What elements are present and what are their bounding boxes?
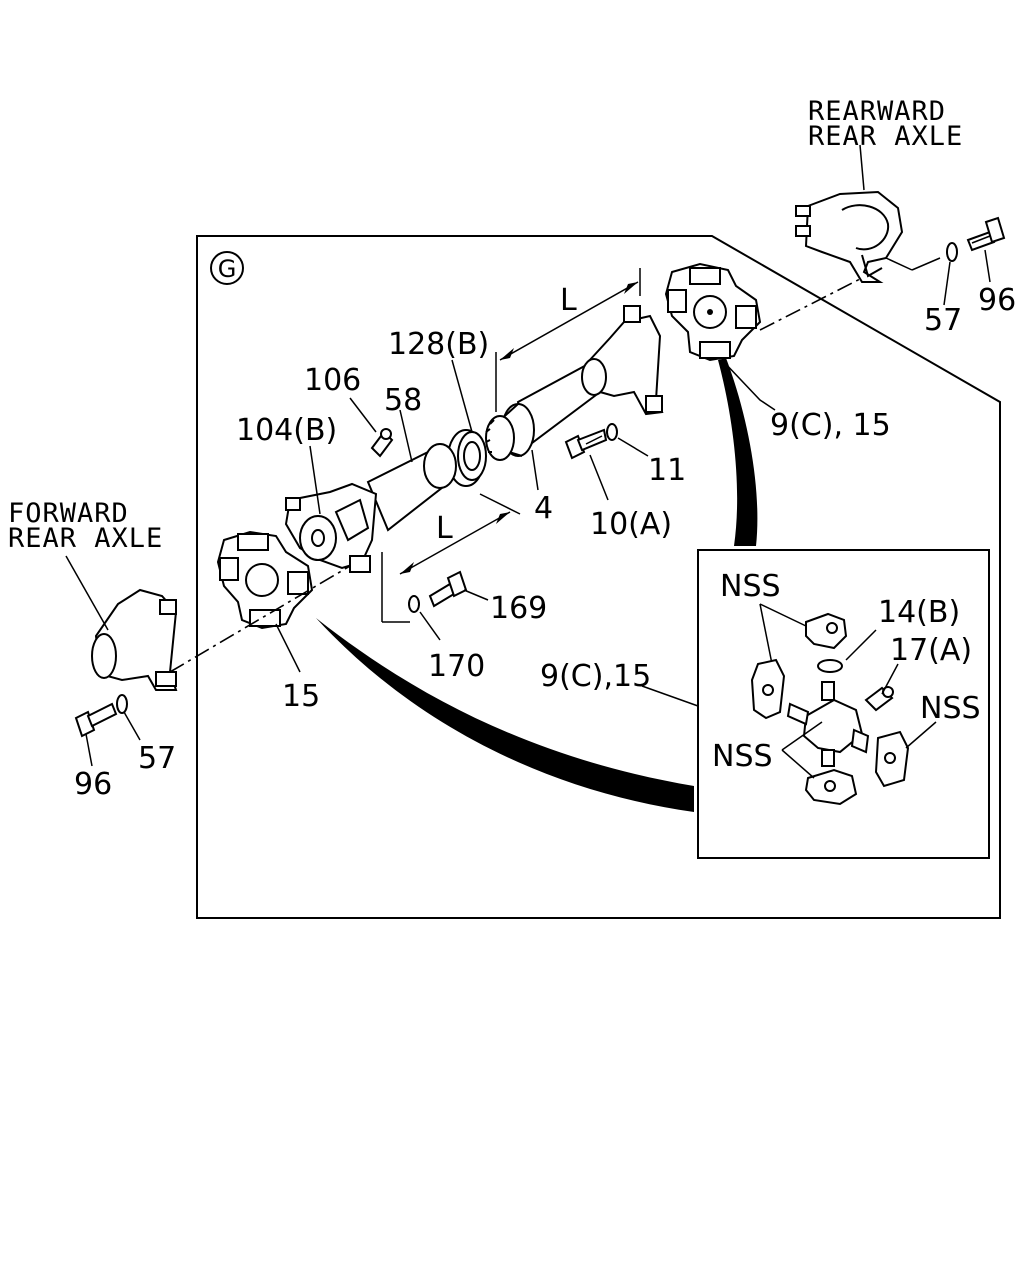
detail-arrow-right <box>718 358 758 546</box>
section-mark: G <box>210 251 244 285</box>
dimension-l-top <box>495 268 641 412</box>
forward-label-line2: REAR AXLE <box>8 523 163 554</box>
right-universal-joint <box>664 262 762 362</box>
inset-bearing-cap-top <box>805 612 848 650</box>
callout-15: 15 <box>282 679 320 714</box>
detail-inset-frame <box>697 549 990 859</box>
center-line-rear <box>759 277 863 331</box>
inset-bearing-cap-left <box>750 658 786 720</box>
rearward-axle-flange <box>795 190 904 283</box>
inset-nss-top: NSS <box>720 569 781 604</box>
bolt-96-left <box>74 702 118 738</box>
rearward-leader <box>859 144 865 191</box>
bolt-169 <box>428 570 468 608</box>
callout-57-right: 57 <box>924 303 962 338</box>
washer-170 <box>408 595 420 613</box>
inset-washer-14b <box>817 659 843 673</box>
inset-bearing-cap-right <box>874 730 910 788</box>
callout-170: 170 <box>428 649 485 684</box>
callout-10a: 10(A) <box>590 507 672 542</box>
section-g-frame <box>196 235 1001 919</box>
inset-bearing-cap-bottom <box>804 768 858 806</box>
center-line-front <box>169 565 351 673</box>
detail-arrow-left <box>316 618 694 812</box>
forward-leader <box>65 555 109 631</box>
callout-96-left: 96 <box>74 767 112 802</box>
inset-nss-bottom: NSS <box>712 739 773 774</box>
grease-fitting-106 <box>370 428 394 458</box>
callout-169: 169 <box>490 591 547 626</box>
inset-grease-fitting-17a <box>864 686 894 712</box>
callout-17a: 17(A) <box>890 633 972 668</box>
washer-57-left <box>116 694 128 714</box>
callout-4: 4 <box>534 491 553 526</box>
drive-shaft-tube <box>366 443 457 532</box>
washer-11 <box>606 423 618 441</box>
callout-11: 11 <box>648 453 686 488</box>
forward-label-line1: FORWARD <box>8 498 129 529</box>
callout-96-right: 96 <box>978 283 1016 318</box>
dimension-l-top-label: L <box>560 283 577 318</box>
bolt-96-right <box>966 216 1006 252</box>
weld-yoke <box>284 482 378 573</box>
inset-nss-right: NSS <box>920 691 981 726</box>
callout-106: 106 <box>304 363 361 398</box>
section-mark-letter: G <box>218 255 237 283</box>
forward-axle-flange <box>91 588 178 691</box>
left-universal-joint <box>216 530 314 630</box>
callout-14b: 14(B) <box>878 595 960 630</box>
callout-104b: 104(B) <box>236 413 337 448</box>
bolt-10a <box>564 428 608 460</box>
rearward-label-line2: REAR AXLE <box>808 121 963 152</box>
callout-9c15-right: 9(C), 15 <box>770 408 891 443</box>
callout-128b: 128(B) <box>388 327 489 362</box>
rearward-label-line1: REARWARD <box>808 96 946 127</box>
inset-group-label: 9(C),15 <box>540 659 651 694</box>
callout-58: 58 <box>384 383 422 418</box>
dimension-l-bottom-label: L <box>436 511 453 546</box>
right-uj-leader <box>721 359 776 411</box>
inset-cross-spider <box>786 681 870 767</box>
washer-57-right <box>946 242 958 262</box>
dimension-l-bottom <box>381 493 521 623</box>
callout-57-left: 57 <box>138 741 176 776</box>
spline-shaft-yoke <box>485 305 664 461</box>
